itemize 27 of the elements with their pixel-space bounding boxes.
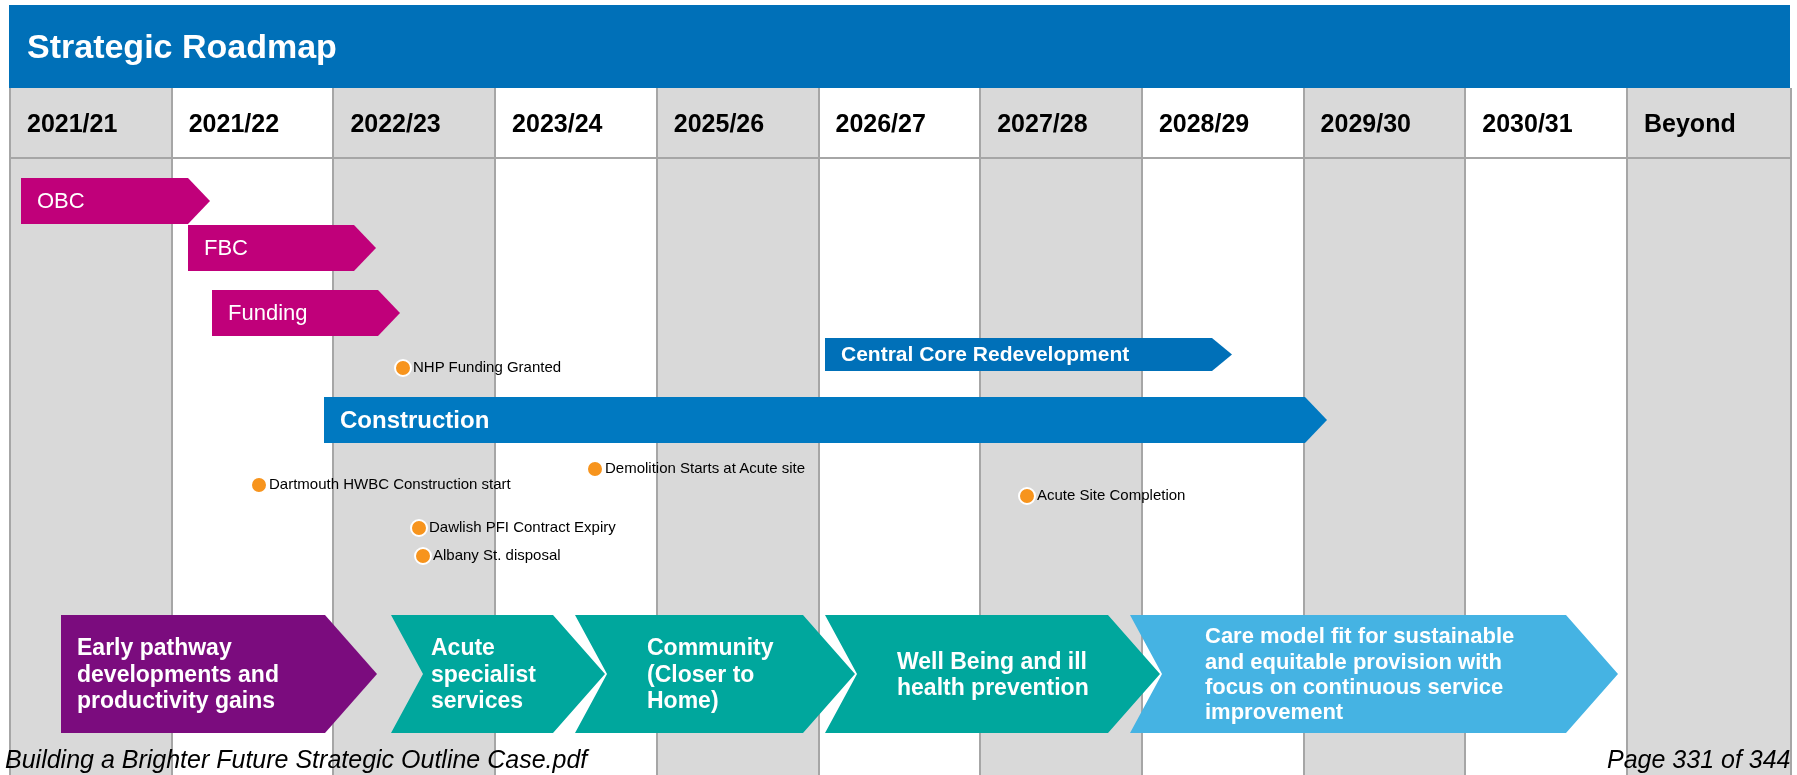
milestone-label: NHP Funding Granted <box>413 358 562 375</box>
timeline-bar: FBC <box>188 225 376 271</box>
year-header: 2025/26 <box>673 108 765 138</box>
title-banner: Strategic Roadmap <box>9 5 1790 88</box>
milestone-label: Dartmouth HWBC Construction start <box>269 475 511 492</box>
timeline-bar: Construction <box>324 397 1327 443</box>
year-header: 2022/23 <box>350 108 441 138</box>
timeline-bar: Early pathway developments and productivity gains <box>61 615 377 733</box>
year-header: 2030/31 <box>1482 108 1573 138</box>
timeline-bar: Central Core Redevelopment <box>825 338 1232 371</box>
milestone-label: Dawlish PFI Contract Expiry <box>429 518 616 535</box>
year-header: 2027/28 <box>997 108 1088 138</box>
year-header: 2023/24 <box>512 108 603 138</box>
footer-text: Building a Brighter Future Strategic Outline Case.pdf <box>5 745 588 774</box>
year-header: 2029/30 <box>1320 108 1411 138</box>
year-header: 2026/27 <box>835 108 926 138</box>
milestone-label: Demolition Starts at Acute site <box>605 459 806 476</box>
year-header: 2021/21 <box>27 108 118 138</box>
milestone-label: Acute Site Completion <box>1037 486 1186 503</box>
year-header: 2028/29 <box>1158 108 1250 138</box>
phase-banner: Care model fit for sustainable and equitable provision with focus on continuous service improvement <box>1130 615 1618 733</box>
year-header: 2021/22 <box>188 108 280 138</box>
milestone-label: Albany St. disposal <box>433 546 561 563</box>
timeline-bar: OBC <box>21 178 210 224</box>
year-header: Beyond <box>1644 108 1736 138</box>
timeline-bar: Funding <box>212 290 400 336</box>
page-number: Page 331 of 344 <box>1607 745 1791 774</box>
